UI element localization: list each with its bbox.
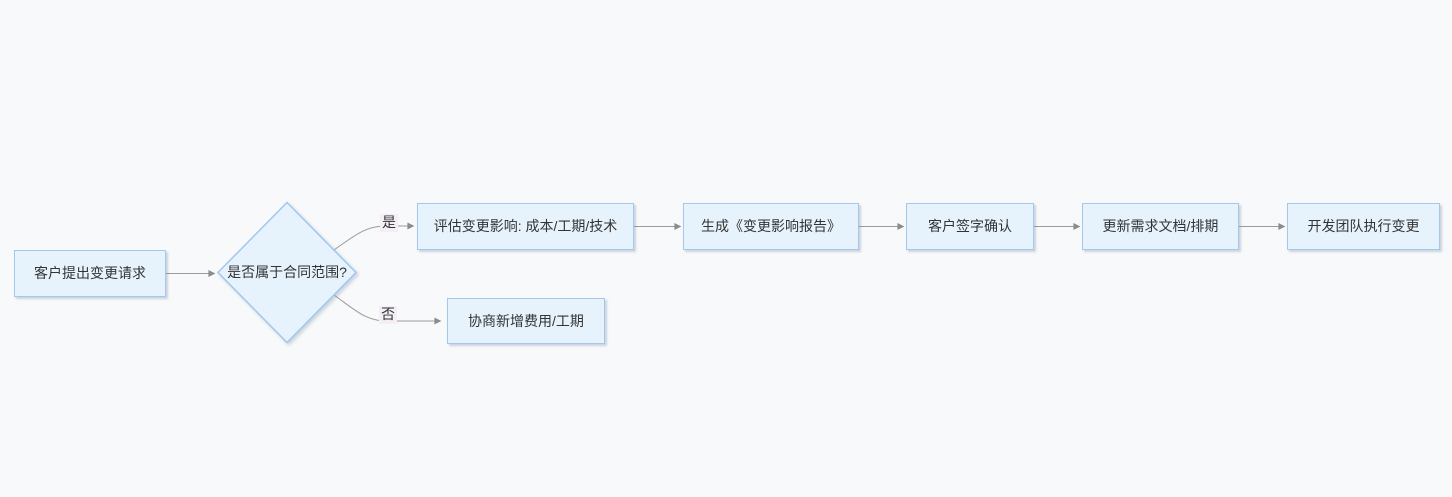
node-evaluate: 评估变更影响: 成本/工期/技术 — [417, 203, 634, 250]
node-negotiate-label: 协商新增费用/工期 — [468, 312, 584, 329]
node-update: 更新需求文档/排期 — [1082, 203, 1239, 250]
node-evaluate-label: 评估变更影响: 成本/工期/技术 — [433, 218, 618, 235]
node-report: 生成《变更影响报告》 — [683, 203, 859, 250]
node-start-label: 客户提出变更请求 — [34, 265, 146, 282]
node-start: 客户提出变更请求 — [14, 250, 166, 297]
node-sign: 客户签字确认 — [906, 203, 1034, 250]
node-execute: 开发团队执行变更 — [1287, 203, 1440, 250]
node-negotiate: 协商新增费用/工期 — [447, 298, 605, 344]
edge-label-yes: 是 — [380, 214, 398, 232]
node-decision-label: 是否属于合同范围? — [227, 264, 347, 281]
node-decision: 是否属于合同范围? — [213, 197, 361, 348]
node-sign-label: 客户签字确认 — [928, 218, 1012, 235]
node-report-label: 生成《变更影响报告》 — [701, 218, 841, 235]
node-update-label: 更新需求文档/排期 — [1102, 218, 1219, 235]
edge-label-no: 否 — [379, 306, 397, 324]
node-execute-label: 开发团队执行变更 — [1307, 218, 1420, 235]
diamond-svg — [216, 201, 358, 344]
diamond-shape — [216, 201, 358, 344]
